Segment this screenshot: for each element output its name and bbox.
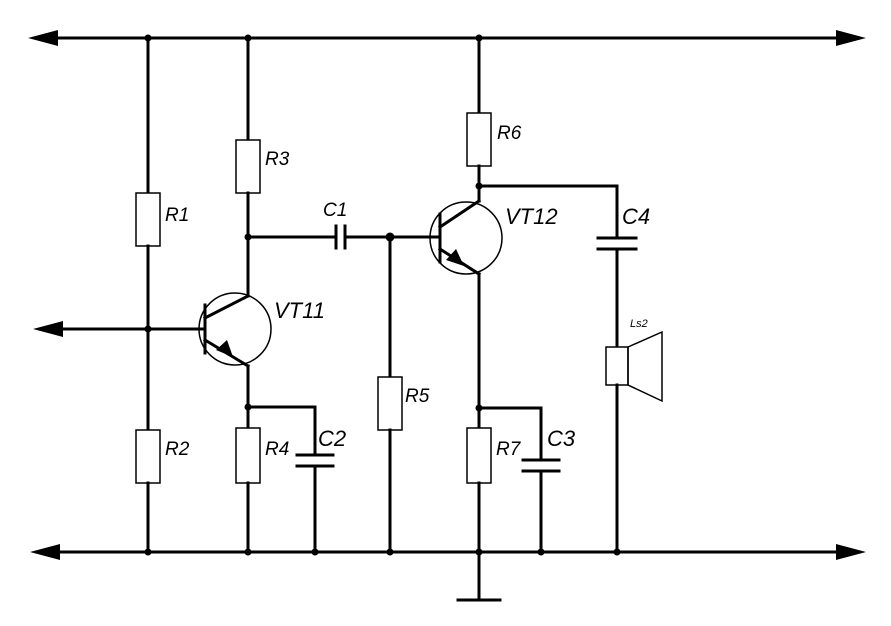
- output-stage: [477, 184, 663, 556]
- label-r1: R1: [165, 205, 189, 226]
- label-vt12: VT12: [505, 204, 558, 229]
- label-r2: R2: [165, 439, 190, 460]
- stage-two: [429, 34, 561, 556]
- transistor-vt11: [198, 292, 272, 366]
- bottom-ground-rail: [30, 544, 866, 560]
- label-vt11: VT11: [274, 298, 325, 323]
- label-ls2: Ls2: [630, 318, 648, 330]
- label-r6: R6: [497, 123, 522, 144]
- resistor-r7: [466, 427, 492, 484]
- label-r7: R7: [496, 439, 522, 460]
- label-r5: R5: [405, 386, 430, 407]
- label-r3: R3: [265, 149, 290, 170]
- resistor-r5: [377, 376, 403, 431]
- resistor-r2: [135, 429, 161, 484]
- bias-network: [377, 232, 442, 556]
- speaker-icon: [605, 330, 663, 403]
- resistor-r6: [466, 112, 492, 167]
- top-power-rail: [28, 30, 866, 46]
- resistor-r4: [235, 427, 261, 484]
- left-arrow-icon: [30, 544, 60, 560]
- right-arrow-icon: [836, 544, 866, 560]
- label-c2: C2: [318, 426, 346, 451]
- label-c3: C3: [547, 426, 576, 451]
- stage-one: [198, 34, 392, 556]
- right-arrow-icon: [836, 30, 866, 46]
- ground-symbol: [456, 550, 502, 602]
- divider-column: [135, 34, 161, 556]
- transistor-vt12: [429, 201, 503, 275]
- label-c1: C1: [323, 200, 347, 221]
- left-arrow-icon: [33, 321, 63, 337]
- resistor-r1: [135, 192, 161, 247]
- left-arrow-icon: [28, 30, 58, 46]
- input-terminal: [33, 321, 207, 337]
- resistor-r3: [235, 139, 261, 194]
- label-r4: R4: [265, 439, 289, 460]
- label-c4: C4: [622, 204, 650, 229]
